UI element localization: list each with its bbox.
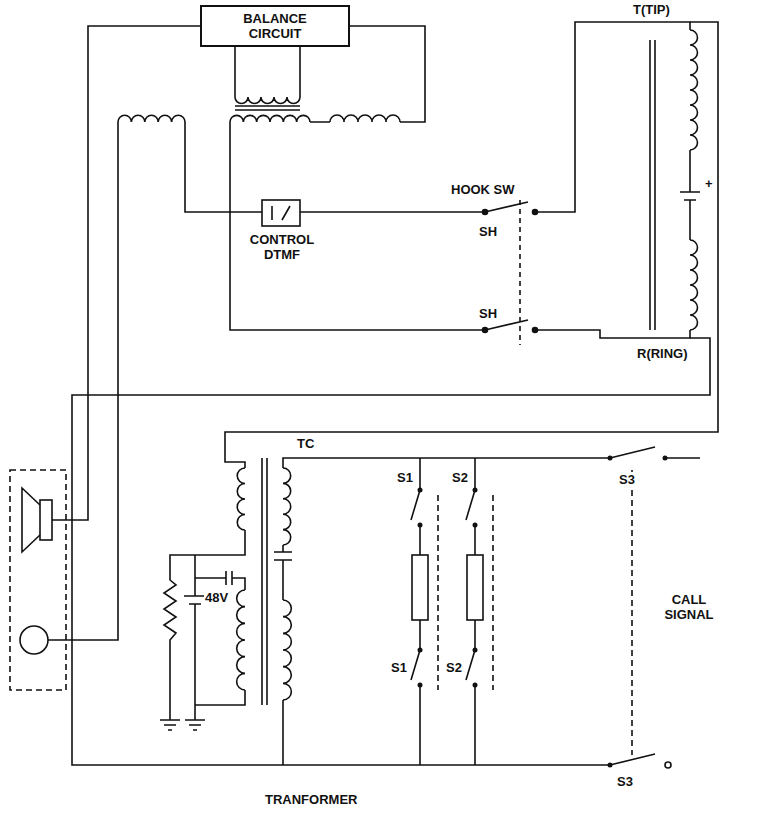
capacitor-symbol xyxy=(274,545,292,765)
coil-winding xyxy=(330,115,400,122)
coil-winding xyxy=(118,115,185,122)
switch-name: HOOK SW xyxy=(450,182,516,197)
component-name: CONTROL DTMF xyxy=(246,232,318,262)
switch-link xyxy=(631,470,633,755)
speaker-cone xyxy=(22,488,40,552)
speaker-symbol xyxy=(40,500,52,540)
coil-winding xyxy=(230,115,310,122)
wire xyxy=(52,26,200,520)
switch-link xyxy=(438,495,493,690)
wire xyxy=(230,122,485,330)
resistor-symbol xyxy=(467,555,483,620)
box-label: BALANCE CIRCUIT xyxy=(220,11,330,41)
component-name: TC xyxy=(296,436,315,451)
coil-winding xyxy=(283,468,291,545)
terminal xyxy=(665,762,671,768)
coil-winding xyxy=(237,468,245,530)
resistor-symbol xyxy=(164,530,245,720)
transformer-core xyxy=(262,458,267,705)
wire xyxy=(419,458,421,765)
wire xyxy=(535,22,690,212)
line-capacitor xyxy=(680,150,700,240)
switch-name: SH xyxy=(478,306,498,321)
switch-name: SH xyxy=(478,224,498,239)
terminal-name: T(TIP) xyxy=(632,2,671,17)
signal-name: CALL SIGNAL xyxy=(648,592,730,622)
switch-name: S2 xyxy=(445,660,463,675)
circuit-box: BALANCE CIRCUIT xyxy=(200,5,350,47)
battery-symbol xyxy=(184,555,206,720)
wire xyxy=(535,330,690,338)
resistor-symbol xyxy=(412,555,428,620)
switch-name: S1 xyxy=(396,470,414,485)
hook-switch-blade xyxy=(485,320,528,330)
wire xyxy=(474,458,476,765)
switch-blade xyxy=(610,447,700,458)
capacitor-symbol xyxy=(195,571,245,590)
wire xyxy=(195,690,245,705)
switch-name: S2 xyxy=(451,470,469,485)
voltage-value: 48V xyxy=(204,590,229,605)
coil-winding xyxy=(283,600,291,700)
hook-link xyxy=(519,200,521,345)
transformer-core xyxy=(650,40,655,330)
terminal-name: R(RING) xyxy=(636,346,689,361)
component-name: TRANFORMER xyxy=(264,792,358,807)
switch-name: S1 xyxy=(390,660,408,675)
coil-winding xyxy=(690,240,698,330)
handset-outline xyxy=(10,470,66,690)
switch-name: S3 xyxy=(618,472,636,487)
wire xyxy=(72,338,710,765)
switch-blade xyxy=(610,754,655,765)
hook-switch-blade xyxy=(485,202,528,212)
coil-winding xyxy=(690,30,698,150)
coil-winding xyxy=(237,590,245,690)
microphone-symbol xyxy=(20,626,48,654)
ground-symbol xyxy=(160,720,205,730)
switch-name: S3 xyxy=(616,774,634,789)
dtmf-contact xyxy=(272,206,290,220)
coil-winding xyxy=(235,97,300,104)
wire xyxy=(283,458,610,468)
wire xyxy=(48,122,118,640)
polarity-mark: + xyxy=(704,176,714,191)
dtmf-control-symbol xyxy=(262,200,300,226)
wire xyxy=(225,22,718,468)
wire xyxy=(235,47,300,97)
transformer-core xyxy=(235,106,300,110)
